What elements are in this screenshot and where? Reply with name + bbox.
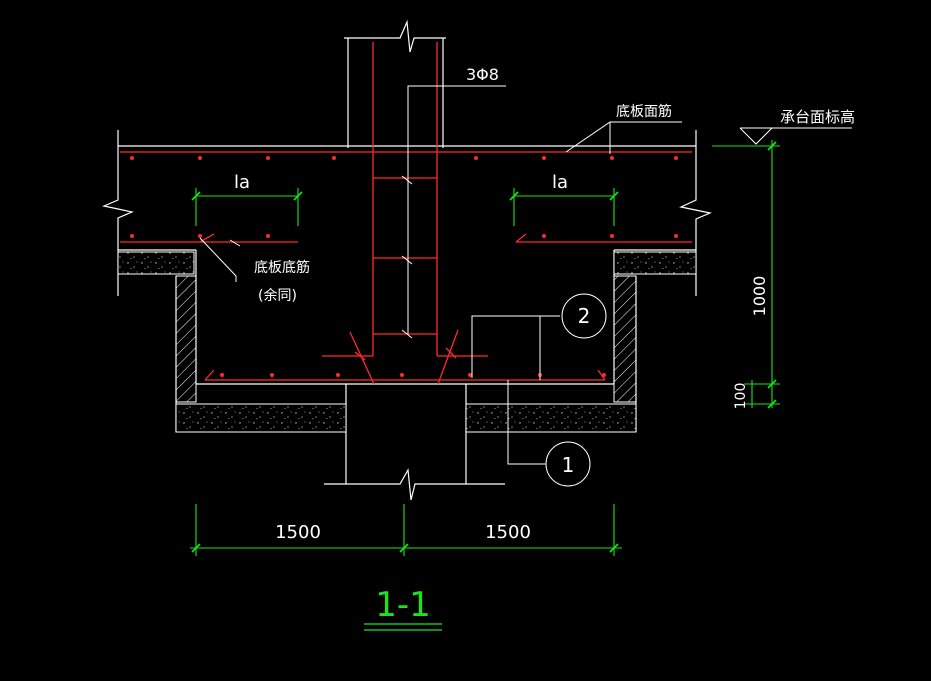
- callout-2-number: 2: [578, 304, 591, 328]
- leaders: [199, 85, 852, 487]
- section-title: 1-1: [375, 585, 431, 625]
- dim-100: 100: [733, 383, 749, 410]
- rebar-dots: [130, 156, 678, 377]
- dimension-ticks: [191, 141, 777, 553]
- rebar: [120, 42, 692, 385]
- cap-top-elevation-label: 承台面标高: [780, 108, 855, 126]
- callout-1-number: 1: [562, 453, 575, 477]
- dim-1500-right: 1500: [485, 522, 531, 543]
- la-right-label: la: [552, 172, 568, 193]
- la-left-label: la: [234, 172, 250, 193]
- side-walls: [175, 275, 637, 403]
- dimension-lines: [190, 140, 780, 631]
- dim-1000: 1000: [750, 276, 769, 317]
- rebar-3phi8-label: 3Φ8: [466, 65, 499, 84]
- dim-1500-left: 1500: [275, 522, 321, 543]
- slab-bottom-rebar-label: 底板底筋: [254, 259, 310, 276]
- slab-top-rebar-label: 底板面筋: [616, 103, 672, 120]
- cushion-layers: [117, 251, 697, 433]
- same-elsewhere-label: (余同): [258, 287, 297, 304]
